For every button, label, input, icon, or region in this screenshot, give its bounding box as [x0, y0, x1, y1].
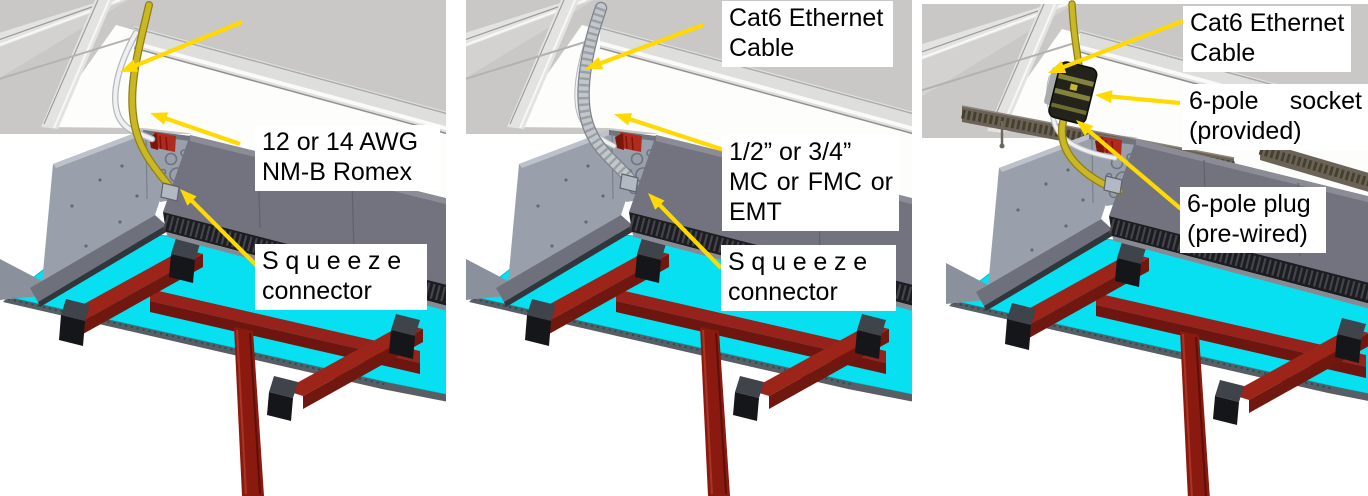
callout-squeeze-connector: Squeeze connector — [255, 244, 427, 310]
romex-illustration — [0, 0, 446, 496]
callout-arrow-head — [120, 59, 139, 72]
callout-arrow — [1107, 94, 1181, 106]
callout-line: (provided) — [1189, 117, 1302, 145]
romex-cable — [129, 2, 173, 190]
callout-line: 6-pole socket — [1189, 87, 1362, 115]
callout-line: Squeeze — [262, 247, 408, 275]
callout-line: Cable — [729, 34, 795, 62]
callout-arrow-head — [180, 189, 197, 206]
callout-arrow-head — [614, 113, 633, 126]
callout-arrow — [131, 20, 243, 70]
callout-line: 6-pole plug — [1187, 190, 1311, 218]
callout-arrow — [187, 196, 259, 268]
callout-line: Cat6 Ethernet — [729, 4, 884, 32]
callout-cat6-cable: Cat6 Ethernet Cable — [722, 1, 893, 67]
conduit-illustration — [466, 0, 912, 496]
callout-line: (pre-wired) — [1187, 220, 1308, 248]
plug-illustration — [922, 0, 1368, 496]
callout-arrow — [1084, 126, 1183, 211]
squeeze-connector — [619, 173, 639, 193]
callout-arrow — [161, 115, 241, 146]
callout-arrow — [655, 200, 723, 270]
callout-6-pole-socket: 6-pole socket (provided) — [1182, 84, 1368, 150]
callout-squeeze-connector: Squeeze connector — [721, 245, 896, 311]
callout-line: 1/2” or 3/4” — [729, 138, 852, 166]
callout-line: MC or FMC or — [729, 168, 893, 196]
callout-arrow-head — [585, 57, 604, 70]
squeeze-connector — [1103, 175, 1123, 195]
callout-arrow-head — [648, 193, 665, 210]
callout-line: connector — [262, 277, 372, 305]
callout-arrow-head — [150, 112, 169, 125]
panel-conduit: Cat6 Ethernet Cable 1/2” or 3/4” MC or F… — [466, 0, 912, 496]
callout-conduit: 1/2” or 3/4” MC or FMC or EMT — [722, 135, 899, 231]
callout-line: EMT — [729, 198, 782, 226]
callout-line: NM-B Romex — [262, 158, 413, 186]
callout-arrow-head — [1095, 90, 1113, 104]
callout-arrow — [1059, 19, 1184, 71]
callout-arrow — [625, 116, 725, 152]
callout-arrow-head — [1048, 60, 1067, 73]
callout-cat6-cable: Cat6 Ethernet Cable — [1183, 6, 1351, 72]
callout-arrow-head — [1076, 120, 1094, 136]
callout-6-pole-plug: 6-pole plug (pre-wired) — [1180, 187, 1326, 253]
callout-line: Cable — [1190, 39, 1256, 67]
callout-line: Cat6 Ethernet — [1190, 9, 1345, 37]
callout-line: connector — [728, 278, 838, 306]
panel-romex: 12 or 14 AWG NM-B Romex Squeeze connecto… — [0, 0, 446, 496]
six-pole-connector-block — [1044, 61, 1098, 125]
flex-conduit-ribs — [578, 6, 633, 182]
callout-arrow — [596, 23, 704, 67]
callout-line: Squeeze — [728, 248, 874, 276]
callout-line: 12 or 14 AWG — [262, 128, 419, 156]
squeeze-connector — [160, 182, 180, 202]
callout-romex: 12 or 14 AWG NM-B Romex — [255, 125, 440, 191]
panel-plug: Cat6 Ethernet Cable 6-pole socket (provi… — [922, 0, 1368, 496]
